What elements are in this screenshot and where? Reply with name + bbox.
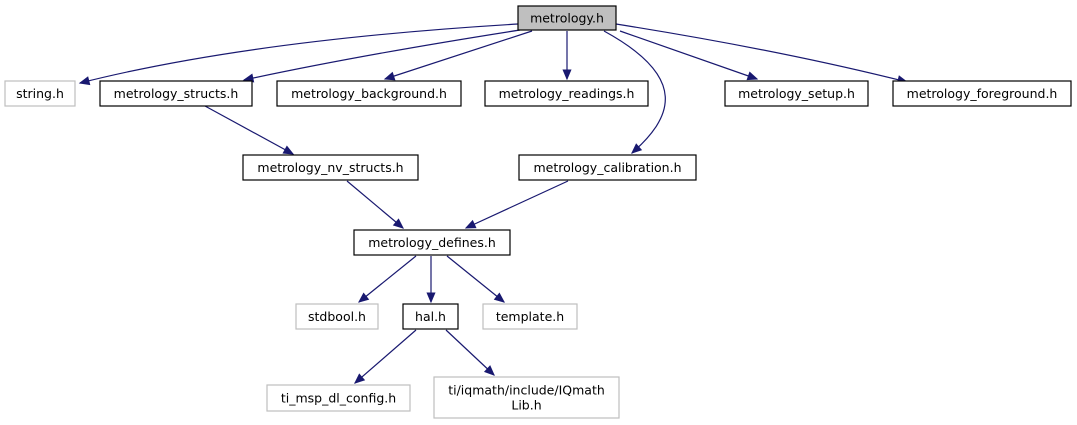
node-box	[295, 303, 379, 330]
edge-metrology-defines-h-to-hal-h	[426, 256, 436, 304]
edge-metrology-calibration-h-to-metrology-defines-h	[464, 180, 569, 229]
edge-line	[615, 23, 908, 83]
arrowhead-icon	[483, 365, 495, 376]
edge-metrology-structs-h-to-metrology-nv-structs-h	[204, 105, 295, 155]
node-box	[402, 303, 459, 330]
node-label: metrology_readings.h	[499, 86, 635, 101]
arrowhead-icon	[78, 76, 91, 86]
edge-line	[603, 30, 666, 154]
arrowhead-icon	[493, 292, 506, 303]
node-label: metrology_calibration.h	[533, 160, 681, 175]
edge-line	[346, 180, 404, 229]
arrowhead-icon	[746, 71, 759, 81]
arrowhead-icon	[357, 292, 370, 303]
arrowhead-icon	[562, 69, 572, 81]
node-metrology-readings-h[interactable]: metrology_readings.h	[484, 80, 649, 107]
node-label: metrology_structs.h	[114, 86, 239, 101]
node-label: ti_msp_dl_config.h	[281, 391, 396, 406]
edges-layer	[78, 23, 909, 384]
arrowhead-icon	[464, 219, 477, 229]
edge-metrology-h-to-metrology-calibration-h	[603, 30, 666, 154]
edge-line	[204, 105, 294, 155]
edge-line	[358, 255, 417, 303]
node-box	[484, 80, 649, 107]
node-string-h: string.h	[4, 80, 76, 107]
arrowhead-icon	[631, 143, 643, 154]
edge-metrology-defines-h-to-stdbool-h	[357, 255, 417, 303]
node-label: template.h	[496, 309, 564, 324]
node-label: ti/iqmath/include/IQmath	[448, 383, 605, 398]
edge-metrology-defines-h-to-template-h	[446, 255, 506, 303]
node-metrology-calibration-h[interactable]: metrology_calibration.h	[518, 154, 697, 181]
node-box	[892, 80, 1072, 107]
node-metrology-setup-h[interactable]: metrology_setup.h	[724, 80, 869, 107]
edge-hal-h-to-ti-msp-dl-config-h	[354, 329, 417, 384]
edge-metrology-h-to-metrology-readings-h	[562, 31, 572, 81]
node-ti-msp-dl-config-h: ti_msp_dl_config.h	[266, 384, 411, 412]
node-box	[518, 154, 697, 181]
edge-line	[354, 329, 417, 384]
node-metrology-h: metrology.h	[517, 5, 617, 31]
arrowhead-icon	[383, 71, 396, 81]
node-label: metrology_defines.h	[368, 235, 496, 250]
node-box	[433, 376, 620, 419]
node-label: string.h	[16, 86, 64, 101]
edge-metrology-h-to-metrology-setup-h	[619, 30, 759, 81]
edge-line	[465, 180, 569, 229]
edge-metrology-h-to-metrology-background-h	[383, 30, 533, 81]
edge-metrology-nv-structs-h-to-metrology-defines-h	[346, 180, 404, 229]
node-hal-h[interactable]: hal.h	[402, 303, 459, 330]
node-label: metrology_background.h	[291, 86, 447, 101]
edge-line	[384, 30, 533, 80]
node-label: metrology_setup.h	[738, 86, 855, 101]
node-metrology-foreground-h[interactable]: metrology_foreground.h	[892, 80, 1072, 107]
arrowhead-icon	[354, 373, 366, 384]
node-box	[482, 303, 578, 330]
edge-metrology-h-to-string-h	[78, 23, 519, 86]
node-box	[4, 80, 76, 107]
node-box	[517, 5, 617, 31]
node-metrology-defines-h[interactable]: metrology_defines.h	[353, 229, 511, 256]
node-metrology-structs-h[interactable]: metrology_structs.h	[99, 80, 253, 107]
node-box	[266, 384, 411, 412]
node-metrology-background-h[interactable]: metrology_background.h	[276, 80, 462, 107]
node-label: hal.h	[415, 309, 446, 324]
node-box	[724, 80, 869, 107]
node-label: metrology_nv_structs.h	[257, 160, 403, 175]
edge-line	[446, 255, 505, 303]
edge-line	[243, 29, 521, 81]
node-label: metrology_foreground.h	[907, 86, 1058, 101]
node-label: stdbool.h	[308, 309, 366, 324]
edge-line	[619, 30, 758, 80]
arrowhead-icon	[426, 292, 436, 304]
edge-line	[79, 23, 519, 84]
node-box	[242, 154, 419, 181]
node-label: Lib.h	[511, 398, 541, 413]
node-stdbool-h: stdbool.h	[295, 303, 379, 330]
node-box	[353, 229, 511, 256]
node-label: metrology.h	[530, 11, 604, 26]
edge-metrology-h-to-metrology-foreground-h	[615, 23, 909, 85]
edge-line	[445, 329, 495, 376]
arrowhead-icon	[392, 218, 404, 229]
edge-hal-h-to-iqmathlib-h	[445, 329, 495, 376]
edge-metrology-h-to-metrology-structs-h	[242, 29, 521, 83]
node-metrology-nv-structs-h[interactable]: metrology_nv_structs.h	[242, 154, 419, 181]
node-template-h: template.h	[482, 303, 578, 330]
node-box	[99, 80, 253, 107]
node-box	[276, 80, 462, 107]
arrowhead-icon	[282, 145, 295, 155]
